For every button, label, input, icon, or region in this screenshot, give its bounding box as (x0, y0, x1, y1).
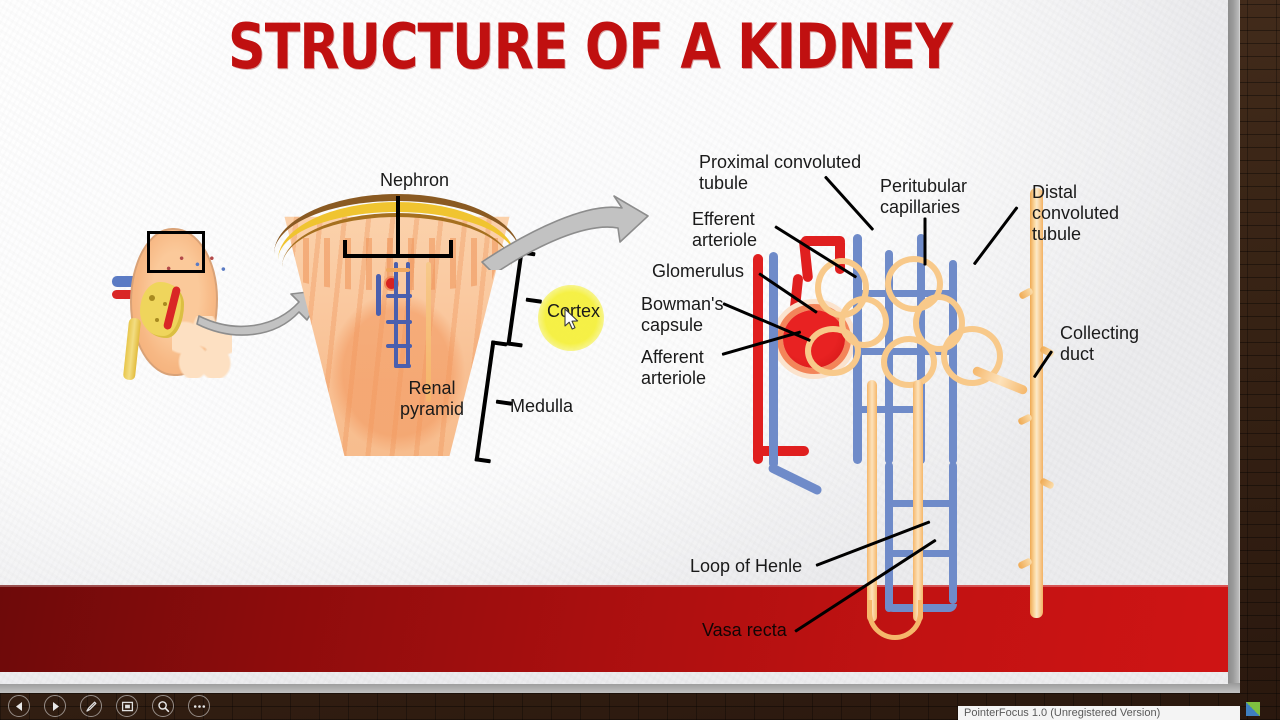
loop-of-henle-descending (867, 380, 877, 622)
slide-canvas[interactable]: STRUCTURE OF A KIDNEY (0, 0, 1228, 684)
system-tray-icon[interactable] (1246, 702, 1260, 716)
window-right-edge (1228, 0, 1239, 693)
zoom-selection-rectangle (147, 231, 205, 273)
mouse-cursor (564, 308, 579, 330)
label-renal-pyramid: Renal pyramid (399, 378, 465, 419)
mini-vessel (376, 274, 381, 316)
vein-branch (767, 462, 824, 496)
pointerfocus-watermark: PointerFocus 1.0 (Unregistered Version) (958, 706, 1240, 720)
magnify-arrow-2-icon (481, 195, 649, 270)
label-afferent-arteriole: Afferent arteriole (641, 347, 707, 388)
distal-convoluted-tubule (881, 336, 937, 388)
label-glomerulus: Glomerulus (652, 261, 745, 281)
ellipsis-icon (193, 704, 205, 708)
vasa-recta-ascending (949, 462, 957, 604)
label-efferent-arteriole: Efferent arteriole (692, 209, 758, 250)
window-bottom-edge (0, 683, 1240, 693)
next-slide-button[interactable] (44, 695, 66, 717)
mini-vessel (394, 364, 411, 368)
label-bowmans-capsule: Bowman's capsule (641, 294, 724, 335)
mini-nephron (368, 254, 440, 404)
slide-icon (121, 701, 133, 711)
mini-tubule (386, 268, 410, 272)
label-peritubular-capillaries: Peritubular capillaries (880, 176, 968, 217)
mini-collecting-duct (426, 262, 431, 402)
collecting-duct-vessel (1030, 188, 1043, 618)
loop-of-henle-ascending (913, 380, 923, 622)
nephron-bracket (343, 196, 453, 258)
distal-convoluted-tubule (885, 256, 943, 312)
mini-vessel (386, 344, 412, 348)
label-medulla: Medulla (510, 396, 574, 416)
slide-bottom-banner (0, 585, 1228, 672)
arteriole-branch (753, 446, 809, 456)
pen-icon (85, 701, 96, 712)
label-proximal-convoluted-tubule: Proximal convoluted tubule (699, 152, 862, 193)
more-options-button[interactable] (188, 695, 210, 717)
leader-peritubular (923, 217, 927, 266)
proximal-convoluted-tubule (839, 296, 889, 348)
mini-vessel (406, 262, 410, 368)
mini-vessel (386, 320, 412, 324)
nephron-diagram (735, 188, 1065, 660)
label-distal-convoluted-tubule: Distal convoluted tubule (1032, 182, 1120, 244)
proximal-convoluted-tubule (805, 326, 861, 376)
zoom-button[interactable] (152, 695, 174, 717)
page-title: STRUCTURE OF A KIDNEY (228, 10, 953, 83)
label-collecting-duct: Collecting duct (1060, 323, 1140, 364)
mini-vessel (394, 262, 398, 368)
previous-slide-button[interactable] (8, 695, 30, 717)
label-loop-of-henle: Loop of Henle (690, 556, 803, 576)
capillary-cross-link (853, 406, 925, 413)
label-vasa-recta: Vasa recta (702, 620, 787, 640)
slideshow-window: STRUCTURE OF A KIDNEY (0, 0, 1240, 693)
ureter (122, 317, 142, 381)
kidney-top-vessels (160, 248, 232, 282)
magnifier-icon (157, 700, 169, 712)
renal-vein-trunk (769, 252, 778, 468)
efferent-arteriole-down (835, 238, 845, 274)
distal-convoluted-tubule (913, 294, 965, 352)
right-triangle-icon (52, 701, 59, 711)
efferent-arteriole-top (801, 236, 845, 246)
distal-convoluted-tubule (941, 326, 1003, 386)
label-nephron: Nephron (380, 170, 450, 190)
banner-top-edge (0, 585, 1228, 587)
pen-tool-button[interactable] (80, 695, 102, 717)
loop-of-henle-bend (867, 600, 923, 640)
label-cortex: Cortex (547, 301, 601, 321)
slide-view-button[interactable] (116, 695, 138, 717)
afferent-arteriole-trunk (753, 254, 763, 464)
left-triangle-icon (15, 701, 22, 711)
mini-vessel (386, 294, 412, 298)
slideshow-control-bar (0, 693, 1240, 720)
